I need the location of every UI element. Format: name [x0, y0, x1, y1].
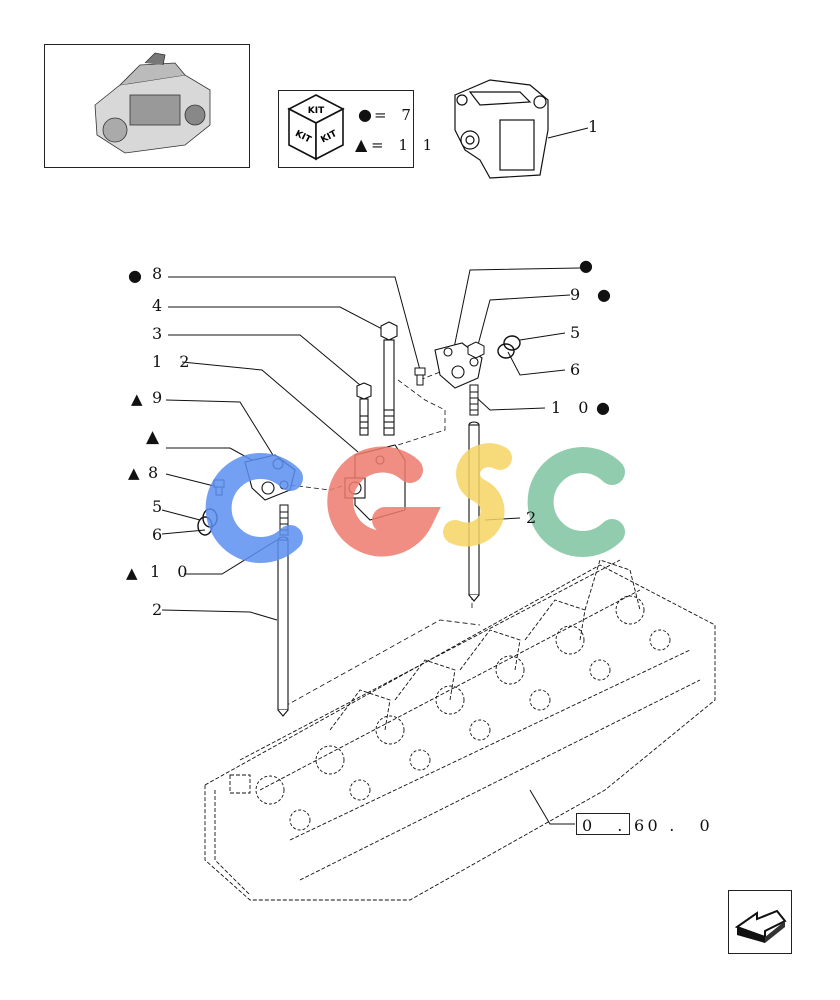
callout-9-left: 9 [152, 388, 169, 407]
circle-marker-9: ● [597, 285, 611, 304]
triangle-marker-18: ▲ [128, 464, 140, 482]
callout-10-right: 1 0 [551, 398, 595, 417]
callout-2-right: 2 [526, 508, 543, 527]
callout-18: 8 [148, 463, 165, 482]
triangle-equals-label: = 1 1 [371, 136, 438, 154]
reference-left[interactable]: 0 . 0 [582, 816, 668, 835]
triangle-marker-blank: ▲ [146, 427, 160, 447]
triangle-symbol: ▲ [355, 135, 368, 154]
circle-marker-8: ● [128, 266, 142, 285]
part-2-push-rod-right [468, 421, 480, 602]
part-5-6-seal-rings-right [497, 335, 521, 359]
part-1-rocker-support [454, 79, 549, 179]
watermark-cgsc [205, 443, 625, 563]
watermark-letter-c2 [527, 447, 625, 557]
callout-3: 3 [152, 324, 169, 343]
circle-symbol: ● [358, 105, 372, 124]
callout-1: 1 [588, 117, 605, 136]
triangle-marker-9: ▲ [131, 390, 143, 408]
reference-right: 6 . 0 [634, 816, 720, 835]
reference-box[interactable] [576, 813, 630, 835]
callout-6-left: 6 [152, 525, 169, 544]
callout-12: 1 2 [152, 352, 196, 371]
part-10-adjuster-right [469, 384, 479, 416]
return-navigation-button[interactable] [728, 890, 792, 954]
kit-legend: KIT KIT KIT ● = 7 ▲ = 1 1 [278, 90, 432, 168]
kit-cube-top-label: KIT [308, 106, 325, 116]
engine-thumbnail [44, 44, 250, 168]
callout-5-right: 5 [570, 323, 587, 342]
callout-4: 4 [152, 296, 169, 315]
watermark-letter-c1 [205, 453, 303, 563]
engine-thumbnail-drawing [94, 52, 211, 154]
circle-marker-10: ● [596, 398, 610, 417]
arrow-return-icon [734, 909, 787, 943]
callout-2-left: 2 [152, 600, 169, 619]
part-4-long-bolt [380, 321, 398, 436]
part-2-push-rod-left [277, 536, 289, 717]
part-3-short-bolt [356, 382, 372, 436]
circle-equals-label: = 7 [374, 106, 416, 124]
callout-110-left: 1 0 [150, 562, 194, 581]
triangle-marker-110: ▲ [126, 564, 138, 582]
part-9-nut-right [467, 341, 485, 359]
callout-8: 8 [152, 264, 169, 283]
callout-6-right: 6 [570, 360, 587, 379]
part-8-screw [414, 367, 426, 386]
watermark-letter-g [327, 446, 441, 557]
kit-cube-icon: KIT KIT KIT [287, 94, 345, 161]
circle-marker-rocker: ● [579, 256, 593, 275]
callout-5-left: 5 [152, 497, 169, 516]
watermark-letter-s [443, 443, 512, 547]
callout-9-right: 9 [570, 285, 587, 304]
cylinder-head [204, 559, 716, 901]
